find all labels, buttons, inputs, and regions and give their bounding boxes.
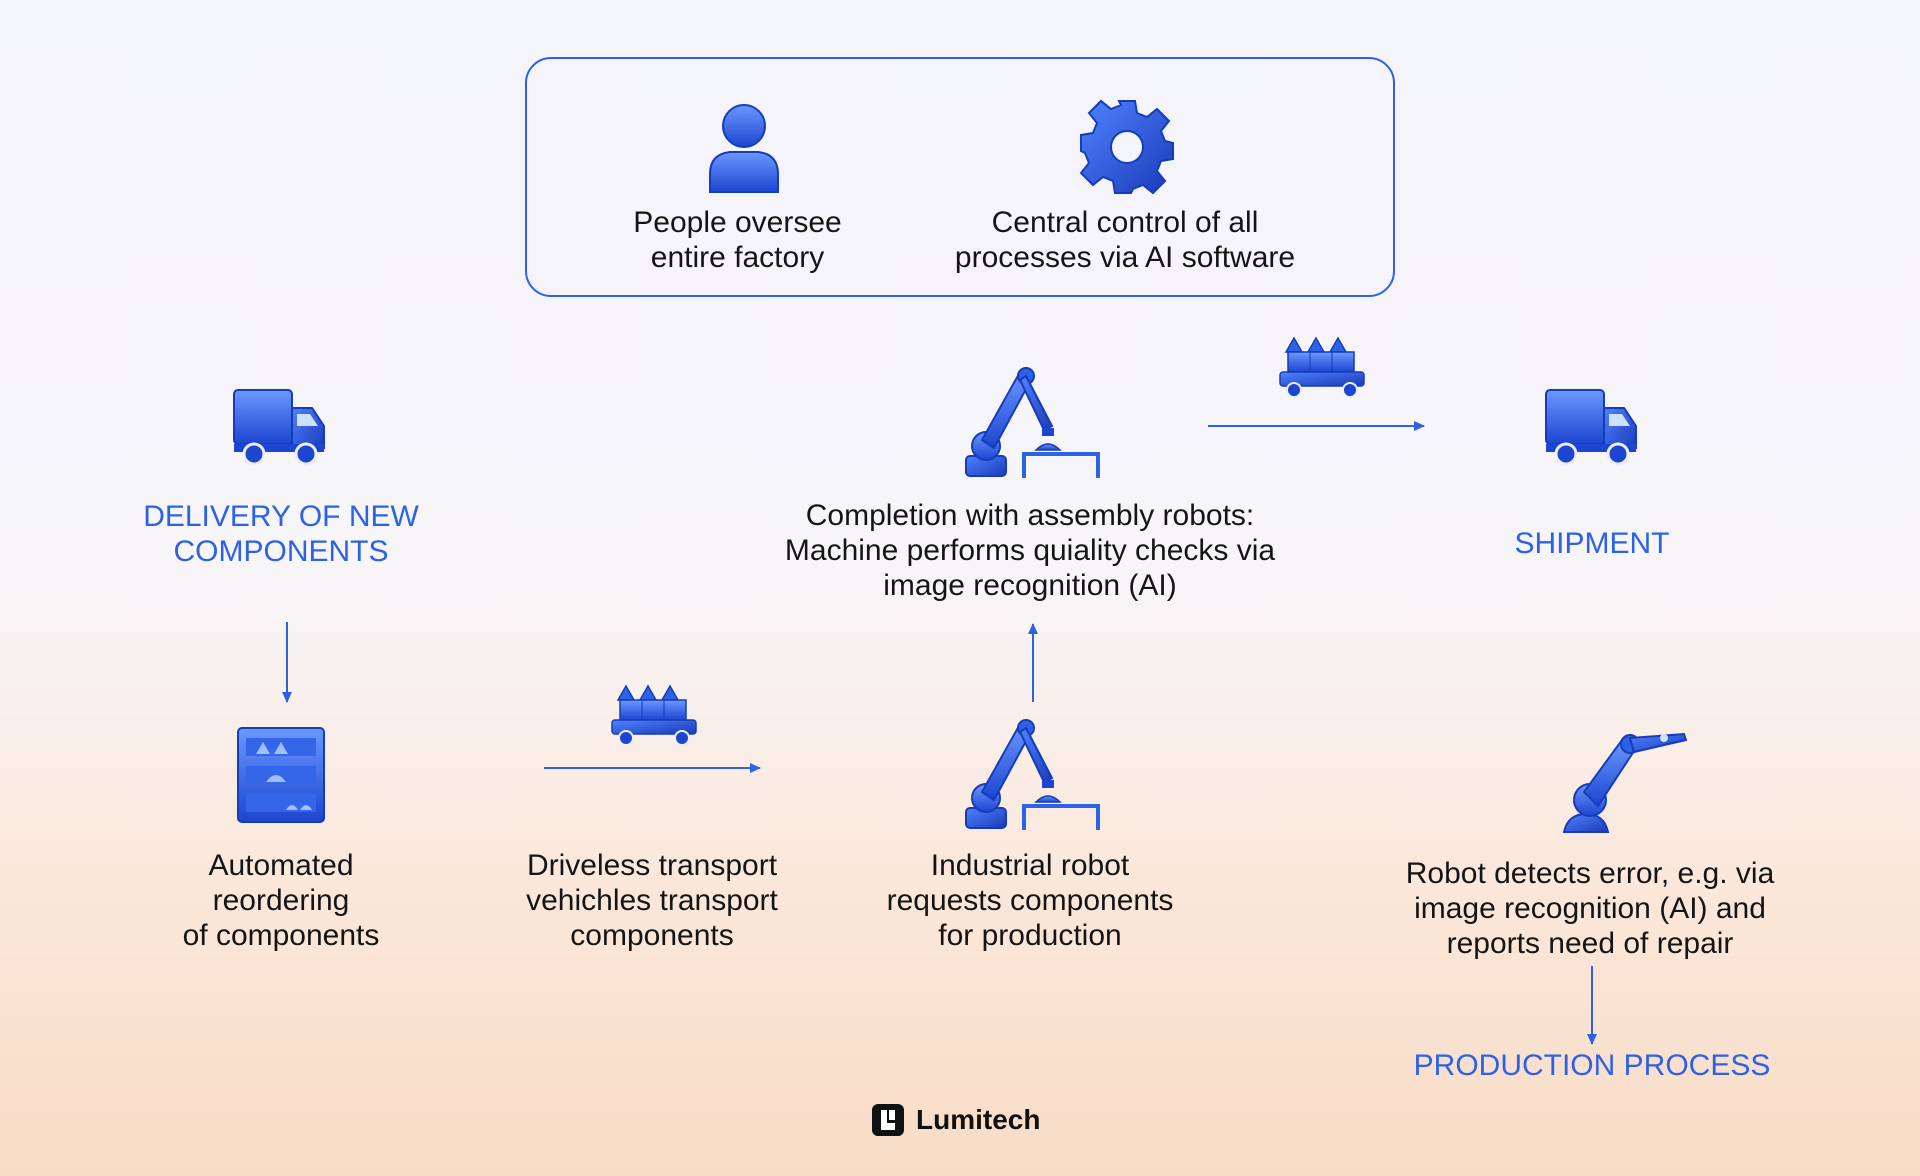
- logo-icon: [872, 1104, 904, 1136]
- robot-arm-icon: [965, 719, 1100, 830]
- brand-name: Lumitech: [916, 1104, 1041, 1135]
- assembly-label: Completion with assembly robots: Machine…: [784, 499, 1276, 602]
- shipment-label: SHIPMENT: [1514, 527, 1670, 560]
- error-label: Robot detects error, e.g. via image reco…: [1405, 857, 1775, 960]
- brand-logo: Lumitech: [872, 1102, 1040, 1138]
- truck-icon: [233, 389, 325, 466]
- shelf-icon: [237, 727, 325, 823]
- reordering-label: Automated reordering of components: [182, 849, 380, 952]
- people-oversee-label: People oversee entire factory: [633, 206, 842, 274]
- robot-arm-icon: [965, 367, 1100, 478]
- transport-label: Driveless transport vehichles transport …: [526, 849, 778, 952]
- production-process-label: PRODUCTION PROCESS: [1413, 1049, 1771, 1082]
- ai-control-label: Central control of all processes via AI …: [954, 206, 1296, 274]
- oversight-panel: [525, 57, 1395, 297]
- delivery-label: DELIVERY OF NEW COMPONENTS: [143, 500, 419, 568]
- welding-robot-icon: [1562, 732, 1688, 833]
- cart-icon: [1279, 336, 1365, 398]
- truck-icon: [1545, 389, 1637, 466]
- robot-request-label: Industrial robot requests components for…: [886, 849, 1174, 952]
- cart-icon: [611, 684, 697, 746]
- gear-icon: [1079, 99, 1174, 195]
- person-icon: [709, 104, 779, 193]
